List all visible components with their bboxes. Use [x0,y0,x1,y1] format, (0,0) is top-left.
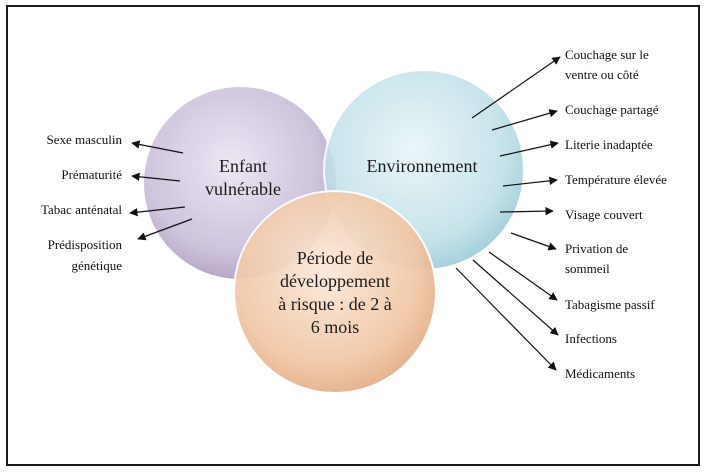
arrow-privation [510,232,557,251]
period-label-line3: à risque : de 2 à [278,294,391,314]
period-label-line2: développement [280,271,390,291]
factor-predisposition-line2: génétique [71,258,122,273]
arrow-couchage-ventre [471,56,561,119]
factor-tabac-antenatal: Tabac anténatal [41,202,122,217]
factor-literie: Literie inadaptée [565,137,653,152]
factor-infections: Infections [565,331,617,346]
factor-prematurite: Prématurité [61,167,122,182]
period-label-line4: 6 mois [311,317,360,337]
arrow-couchage-partage [491,109,558,131]
factor-medicaments: Médicaments [565,366,635,381]
arrow-predisposition [137,218,193,241]
period-label-line1: Période de [297,248,373,268]
factor-temperature: Température élevée [565,172,667,187]
arrow-prematurite [131,172,181,182]
arrow-infections [472,259,559,336]
factor-predisposition-line1: Prédisposition [48,237,123,252]
factor-sexe-masculin: Sexe masculin [47,132,123,147]
environment-label: Environnement [367,156,478,176]
factor-couchage-ventre-line2: ventre ou côté [565,67,639,82]
vulnerable-label-line2: vulnérable [205,179,281,199]
factor-couchage-ventre-line1: Couchage sur le [565,47,649,62]
factor-couchage-partage: Couchage partagé [565,102,659,117]
vulnerable-label-line1: Enfant [219,156,267,176]
arrow-literie [499,140,559,157]
arrow-visage [499,206,554,216]
factor-privation-line2: sommeil [565,261,610,276]
period-circle [233,190,437,394]
arrow-tabac-antenatal [129,206,186,217]
factor-tabagisme: Tabagisme passif [565,297,655,312]
factor-privation-line1: Privation de [565,241,628,256]
factor-visage: Visage couvert [565,207,643,222]
arrow-sexe-masculin [131,140,184,154]
arrow-tabagisme [488,251,558,301]
arrow-temperature [502,176,558,187]
arrow-medicaments [455,267,557,371]
